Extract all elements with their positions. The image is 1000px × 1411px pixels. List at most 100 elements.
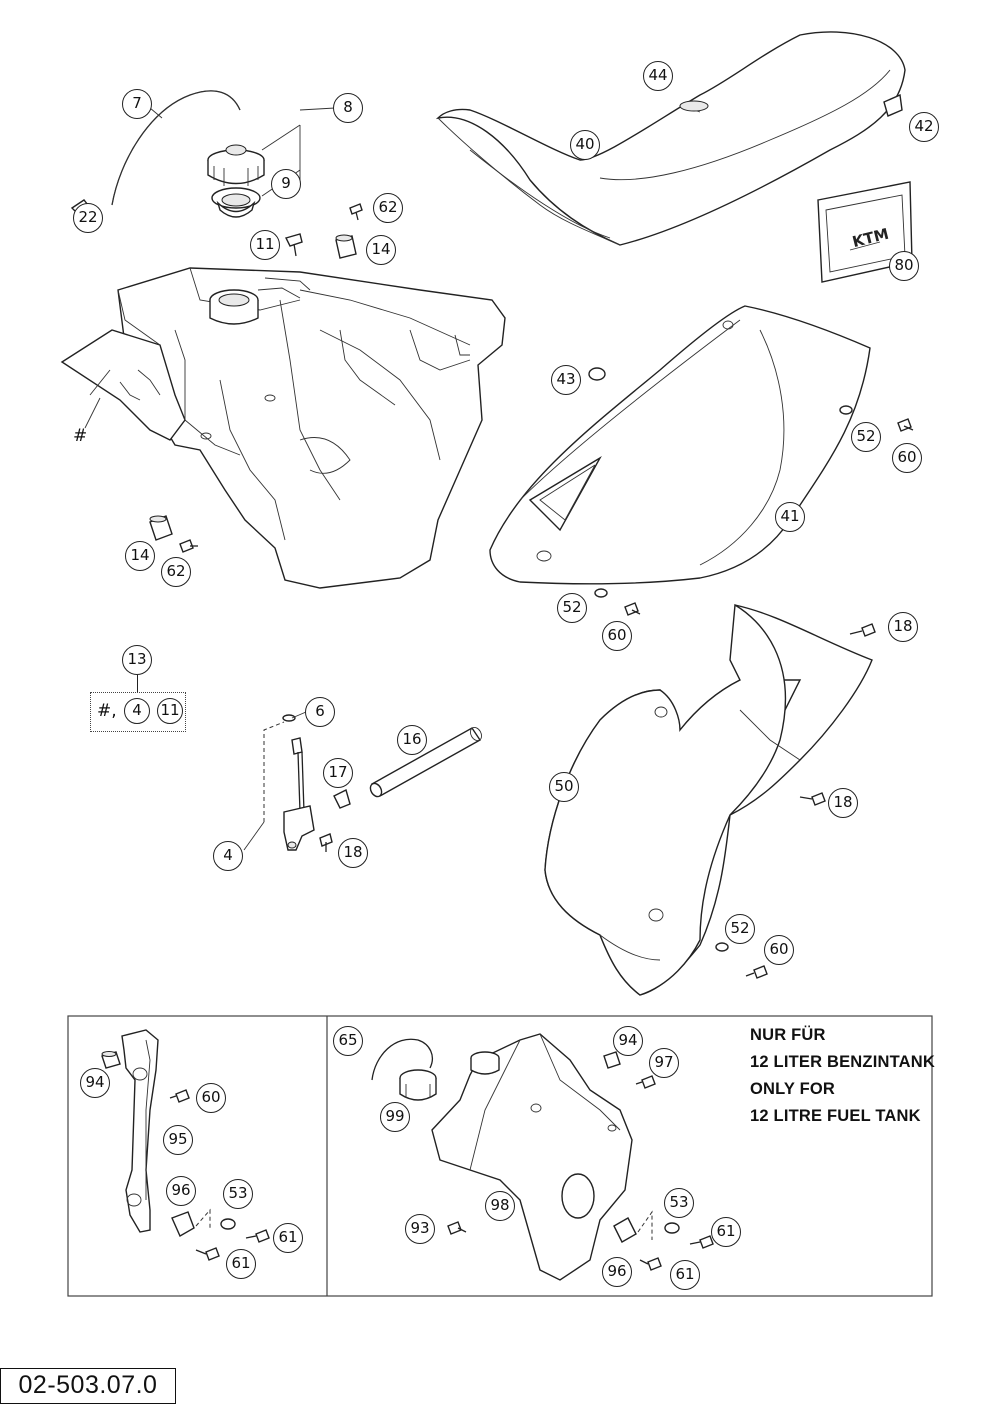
spacer-14-lower [149, 515, 173, 541]
callout-61: 61 [711, 1217, 741, 1247]
screw-18c [799, 792, 826, 806]
screw-60c [745, 965, 768, 979]
note-line-1: NUR FÜR [750, 1026, 826, 1044]
callout-4: 4 [124, 698, 150, 724]
callout-16: 16 [397, 725, 427, 755]
grommet-43 [588, 367, 606, 381]
callout-40: 40 [570, 130, 600, 160]
callout-6: 6 [305, 697, 335, 727]
screw-60b [624, 602, 641, 616]
o-ring-6 [282, 714, 296, 722]
seat-decal: KTM [817, 181, 913, 283]
clamp-17 [333, 788, 351, 809]
kit-hash-symbol: #, [97, 701, 117, 721]
callout-17: 17 [323, 758, 353, 788]
callout-61: 61 [273, 1223, 303, 1253]
callout-9: 9 [271, 169, 301, 199]
callout-44: 44 [643, 61, 673, 91]
callout-60: 60 [196, 1083, 226, 1113]
callout-61: 61 [226, 1249, 256, 1279]
callout-99: 99 [380, 1102, 410, 1132]
screw-62-lower [179, 539, 198, 553]
callout-60: 60 [892, 443, 922, 473]
screw-93 [447, 1221, 467, 1235]
screw-62-top [349, 203, 363, 221]
callout-94: 94 [613, 1026, 643, 1056]
washer-52a [839, 405, 853, 415]
callout-95: 95 [163, 1125, 193, 1155]
note-line-3: ONLY FOR [750, 1080, 836, 1098]
callout-53: 53 [664, 1188, 694, 1218]
callout-53: 53 [223, 1179, 253, 1209]
hose-16 [369, 726, 483, 798]
callout-97: 97 [649, 1048, 679, 1078]
callout-11: 11 [250, 230, 280, 260]
side-panel-left [544, 603, 873, 996]
callout-50: 50 [549, 772, 579, 802]
callout-60: 60 [602, 621, 632, 651]
spacer-14-top [335, 234, 357, 259]
breather-hose-65 [371, 1038, 433, 1081]
callout-43: 43 [551, 365, 581, 395]
fuel-tank [60, 267, 506, 589]
callout-80: 80 [889, 251, 919, 281]
note-line-2: 12 LITER BENZINTANK [750, 1053, 936, 1071]
spacer-94b [603, 1051, 621, 1069]
note-line-4: 12 LITRE FUEL TANK [750, 1107, 921, 1125]
washer-52b [594, 588, 608, 598]
screw-61a [245, 1229, 270, 1243]
callout-18: 18 [828, 788, 858, 818]
callout-62: 62 [161, 557, 191, 587]
screw-61b [195, 1247, 220, 1261]
cap-99 [399, 1069, 437, 1101]
filler-cap [207, 144, 265, 186]
screw-97 [635, 1075, 656, 1089]
screw-18b [319, 833, 333, 852]
seat [435, 31, 906, 246]
tank-hash-symbol: # [73, 426, 88, 446]
callout-96: 96 [166, 1176, 196, 1206]
callout-18: 18 [888, 612, 918, 642]
callout-65: 65 [333, 1026, 363, 1056]
callout-52: 52 [725, 914, 755, 944]
screw-61c [689, 1235, 714, 1249]
callout-8: 8 [333, 93, 363, 123]
spacer-94a [101, 1051, 121, 1069]
callout-13: 13 [122, 645, 152, 675]
callout-93: 93 [405, 1214, 435, 1244]
callout-94: 94 [80, 1068, 110, 1098]
callout-14: 14 [125, 541, 155, 571]
callout-7: 7 [122, 89, 152, 119]
callout-42: 42 [909, 112, 939, 142]
rubber-96a [171, 1211, 195, 1237]
rubber-96b [613, 1217, 637, 1243]
callout-96: 96 [602, 1257, 632, 1287]
washer-53b [664, 1222, 680, 1234]
callout-14: 14 [366, 235, 396, 265]
document-number: 02-503.07.0 [0, 1368, 176, 1404]
screw-60d [169, 1089, 190, 1103]
callout-61: 61 [670, 1260, 700, 1290]
screw-11 [284, 233, 303, 257]
fuel-tank-note: NUR FÜR 12 LITER BENZINTANK ONLY FOR 12 … [750, 1022, 935, 1130]
callout-41: 41 [775, 502, 805, 532]
callout-52: 52 [557, 593, 587, 623]
lower-frame [67, 1015, 933, 1297]
kit-contents-box: #, [90, 692, 186, 732]
auxiliary-tank-98 [431, 1033, 633, 1281]
callout-18: 18 [338, 838, 368, 868]
bracket-95 [121, 1029, 159, 1233]
side-panel-right [489, 305, 871, 585]
callout-60: 60 [764, 935, 794, 965]
washer-52c [715, 942, 729, 952]
fuel-tap [283, 737, 315, 851]
callout-11: 11 [157, 698, 183, 724]
callout-4: 4 [213, 841, 243, 871]
screw-61d [639, 1257, 662, 1271]
callout-62: 62 [373, 193, 403, 223]
cap-gasket [211, 187, 261, 218]
callout-98: 98 [485, 1191, 515, 1221]
washer-53a [220, 1218, 236, 1230]
callout-52: 52 [851, 422, 881, 452]
